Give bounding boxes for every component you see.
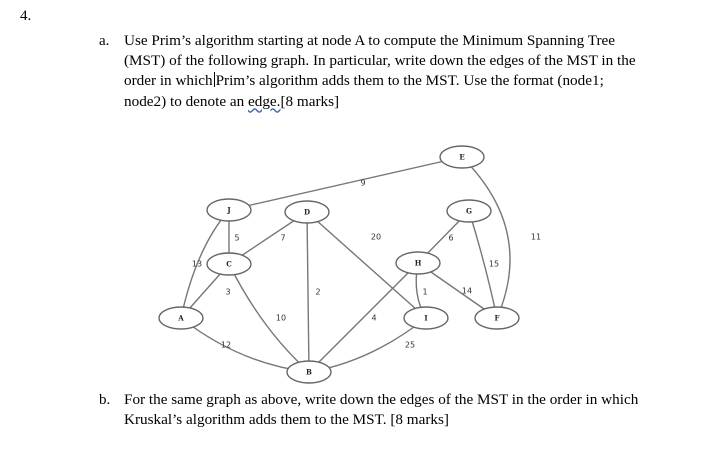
part-a-text-start: Use Prim’s algorithm starting at node A … <box>124 32 636 90</box>
edge-weight-d-i: 20 <box>371 233 381 242</box>
node-label-e: E <box>459 153 464 162</box>
edge-weight-j-c: 5 <box>234 234 239 243</box>
edge-j-e <box>228 156 463 211</box>
part-b-label: b. <box>99 392 111 408</box>
edge-h-b <box>308 262 419 373</box>
part-a-text-end: [8 marks] <box>280 92 340 110</box>
edge-weight-d-c: 7 <box>280 234 285 243</box>
node-a: A <box>158 306 204 330</box>
node-circle-e <box>439 145 485 169</box>
node-h: H <box>395 251 441 275</box>
graph-nodes: A J C D B H I G E F <box>158 145 520 384</box>
part-a-label: a. <box>99 33 110 49</box>
node-label-h: H <box>415 259 422 268</box>
edge-weight-h-f: 14 <box>462 287 472 296</box>
node-label-g: G <box>466 207 472 216</box>
node-circle-d <box>284 200 330 224</box>
part-b-text: For the same graph as above, write down … <box>124 391 639 429</box>
node-d: D <box>284 200 330 224</box>
edge-a-b <box>180 317 310 373</box>
edge-weight-c-b: 10 <box>276 314 286 323</box>
node-circle-i <box>403 306 449 330</box>
edge-weight-b-i: 25 <box>405 341 415 350</box>
node-circle-c <box>206 252 252 276</box>
node-label-f: F <box>495 314 500 323</box>
spellcheck-word-edge[interactable]: edge. <box>248 92 281 110</box>
node-g: G <box>446 199 492 223</box>
node-label-a: A <box>177 314 184 323</box>
edge-d-i <box>306 211 427 319</box>
edge-weight-d-b: 2 <box>315 288 320 297</box>
edge-weight-g-h: 6 <box>448 234 453 243</box>
node-circle-b <box>286 360 332 384</box>
edge-weight-j-a: 13 <box>192 260 202 269</box>
node-label-j: J <box>226 206 231 215</box>
node-circle-f <box>474 306 520 330</box>
edge-weight-a-b: 12 <box>221 341 231 350</box>
question-number: 4. <box>20 8 32 24</box>
edge-weight-h-b: 4 <box>371 314 376 323</box>
text-cursor <box>213 72 215 88</box>
node-j: J <box>206 198 252 222</box>
node-circle-j <box>206 198 252 222</box>
part-a-text: Use Prim’s algorithm starting at node A … <box>124 31 644 112</box>
node-label-c: C <box>226 260 232 269</box>
node-i: I <box>403 306 449 330</box>
node-label-d: D <box>304 208 310 217</box>
node-f: F <box>474 306 520 330</box>
node-circle-h <box>395 251 441 275</box>
node-circle-g <box>446 199 492 223</box>
node-c: C <box>206 252 252 276</box>
node-b: B <box>286 360 332 384</box>
edge-weight-j-e: 9 <box>360 179 365 188</box>
edge-d-b <box>306 211 310 373</box>
edge-weight-g-f: 15 <box>489 260 499 269</box>
node-e: E <box>439 145 485 169</box>
edge-weight-e-f: 11 <box>531 233 541 242</box>
node-label-i: I <box>424 314 427 323</box>
edge-weight-h-i: 1 <box>422 288 427 297</box>
edge-weight-c-a: 3 <box>225 288 230 297</box>
node-label-b: B <box>306 368 312 377</box>
edge-c-b <box>228 263 310 373</box>
edge-e-f <box>461 156 511 319</box>
node-circle-a <box>158 306 204 330</box>
part-a-text-mid: Prim’s algorithm adds them to the MST. U… <box>124 72 604 110</box>
